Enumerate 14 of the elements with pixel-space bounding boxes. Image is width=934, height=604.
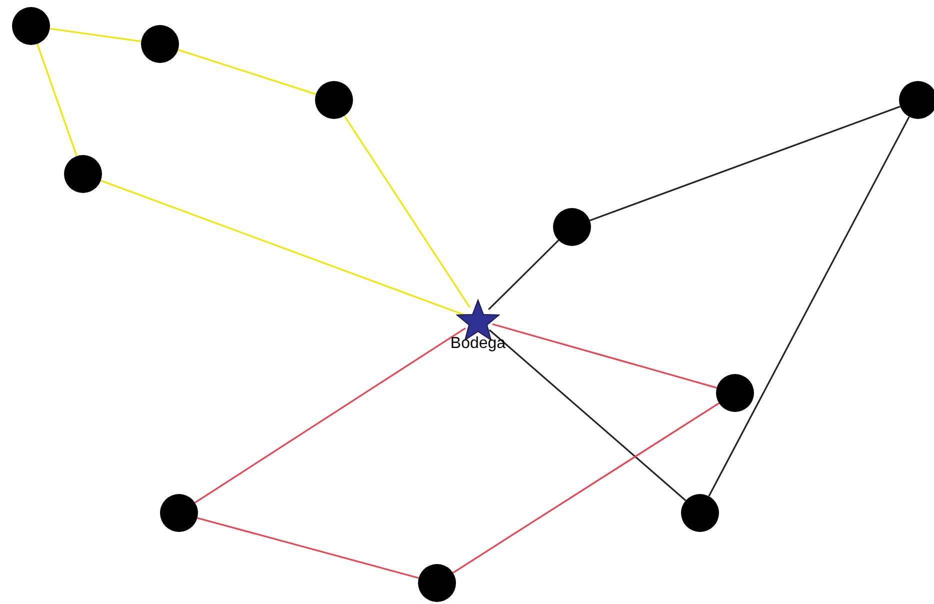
route-line xyxy=(100,180,464,316)
route-line xyxy=(197,517,419,579)
route-line xyxy=(492,323,717,389)
route-line xyxy=(194,327,466,504)
route-line xyxy=(178,49,316,95)
route-line xyxy=(36,44,78,156)
route-line xyxy=(708,116,910,497)
depot-label: Bodega xyxy=(450,336,506,352)
route-line xyxy=(344,115,470,308)
route-line xyxy=(590,106,900,222)
route-line xyxy=(452,402,720,574)
route-line xyxy=(488,240,560,310)
route-line xyxy=(488,329,686,502)
route-line xyxy=(50,28,142,42)
